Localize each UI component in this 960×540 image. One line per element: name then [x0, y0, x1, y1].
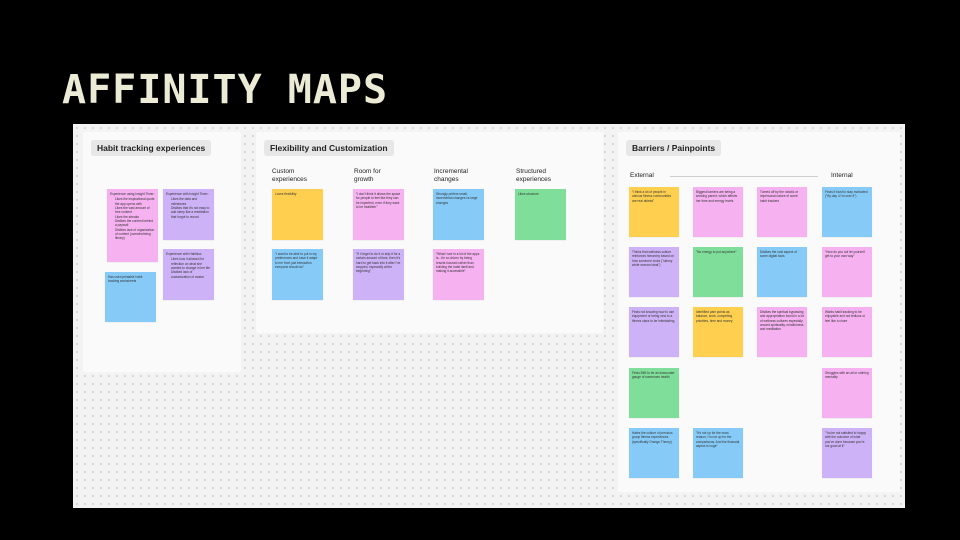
section-habit-tracking[interactable]: Habit tracking experiences Experience us…	[83, 132, 241, 372]
sticky-note[interactable]: Has used printable habit tracking worksh…	[105, 272, 156, 322]
sticky-note[interactable]: "How do you not let yourself get to your…	[822, 247, 872, 297]
sticky-note[interactable]: Finds not knowing how to use equipment o…	[629, 307, 679, 357]
sticky-note[interactable]: "It's not up for the most reason, I'm no…	[693, 428, 743, 478]
section-flexibility[interactable]: Flexibility and Customization Custom exp…	[256, 132, 603, 333]
sticky-note[interactable]: Thinks that wellness culture reinforces …	[629, 247, 679, 297]
column-heading: Custom experiences	[272, 168, 308, 184]
subheading-internal: Internal	[831, 172, 853, 179]
sticky-note[interactable]: Biggest barriers are being a working par…	[693, 187, 743, 237]
whiteboard-canvas[interactable]: Habit tracking experiences Experience us…	[73, 124, 905, 508]
sticky-note[interactable]: "No energy to put anywhere"	[693, 247, 743, 297]
sticky-note[interactable]: Wants habit tracking to be enjoyable and…	[822, 307, 872, 357]
sticky-note[interactable]: Identified pain points as balance, work,…	[693, 307, 743, 357]
slide-title: AFFINITY MAPS	[62, 67, 389, 113]
divider-line	[670, 176, 818, 177]
column-heading: Incremental changes	[434, 168, 468, 184]
sticky-note[interactable]: "I want to be able to put in my preferen…	[272, 249, 323, 300]
sticky-note[interactable]: Finds it hard to stay motivated ("By day…	[822, 187, 872, 237]
sticky-note[interactable]: "If I forget to do it or skip it for a c…	[353, 249, 404, 300]
section-label-habit: Habit tracking experiences	[91, 140, 212, 156]
sticky-note[interactable]: Turned off by the robotic or impersonal …	[757, 187, 807, 237]
sticky-note[interactable]: Hates the culture of previous group fitn…	[629, 428, 679, 478]
section-barriers[interactable]: Barriers / Painpoints External Internal …	[618, 132, 900, 492]
sticky-note[interactable]: "I don't think it allows the space for p…	[353, 189, 404, 240]
sticky-note[interactable]: Dislikes the cost aspect of some digital…	[757, 247, 807, 297]
sticky-note[interactable]: Strongly prefers small, incremental chan…	[433, 189, 484, 240]
sticky-note[interactable]: "What I see in a lot of the apps is...I'…	[433, 249, 484, 300]
sticky-note[interactable]: Experience using Insight Timer: Likes th…	[107, 189, 158, 262]
sticky-note[interactable]: Experience with Insight Timer: Likes the…	[163, 189, 214, 240]
column-heading: Room for growth	[354, 168, 381, 184]
subheading-external: External	[630, 172, 654, 179]
section-label-flex: Flexibility and Customization	[264, 140, 394, 156]
section-label-barriers: Barriers / Painpoints	[626, 140, 722, 156]
column-heading: Structured experiences	[516, 168, 552, 184]
sticky-note[interactable]: Experience with Habitica: Likes how it a…	[163, 249, 214, 300]
sticky-note[interactable]: Loves flexibility	[272, 189, 323, 240]
sticky-note[interactable]: "I think a lot of people in various fitn…	[629, 187, 679, 237]
sticky-note[interactable]: Struggles with an all or nothing mentali…	[822, 368, 872, 418]
sticky-note[interactable]: Dislikes the spiritual bypassing and app…	[757, 307, 807, 357]
sticky-note[interactable]: Likes structure	[515, 189, 566, 240]
sticky-note[interactable]: "You're not satisfied to happy with the …	[822, 428, 872, 478]
sticky-note[interactable]: Finds BMI to be an inaccurate gauge of s…	[629, 368, 679, 418]
